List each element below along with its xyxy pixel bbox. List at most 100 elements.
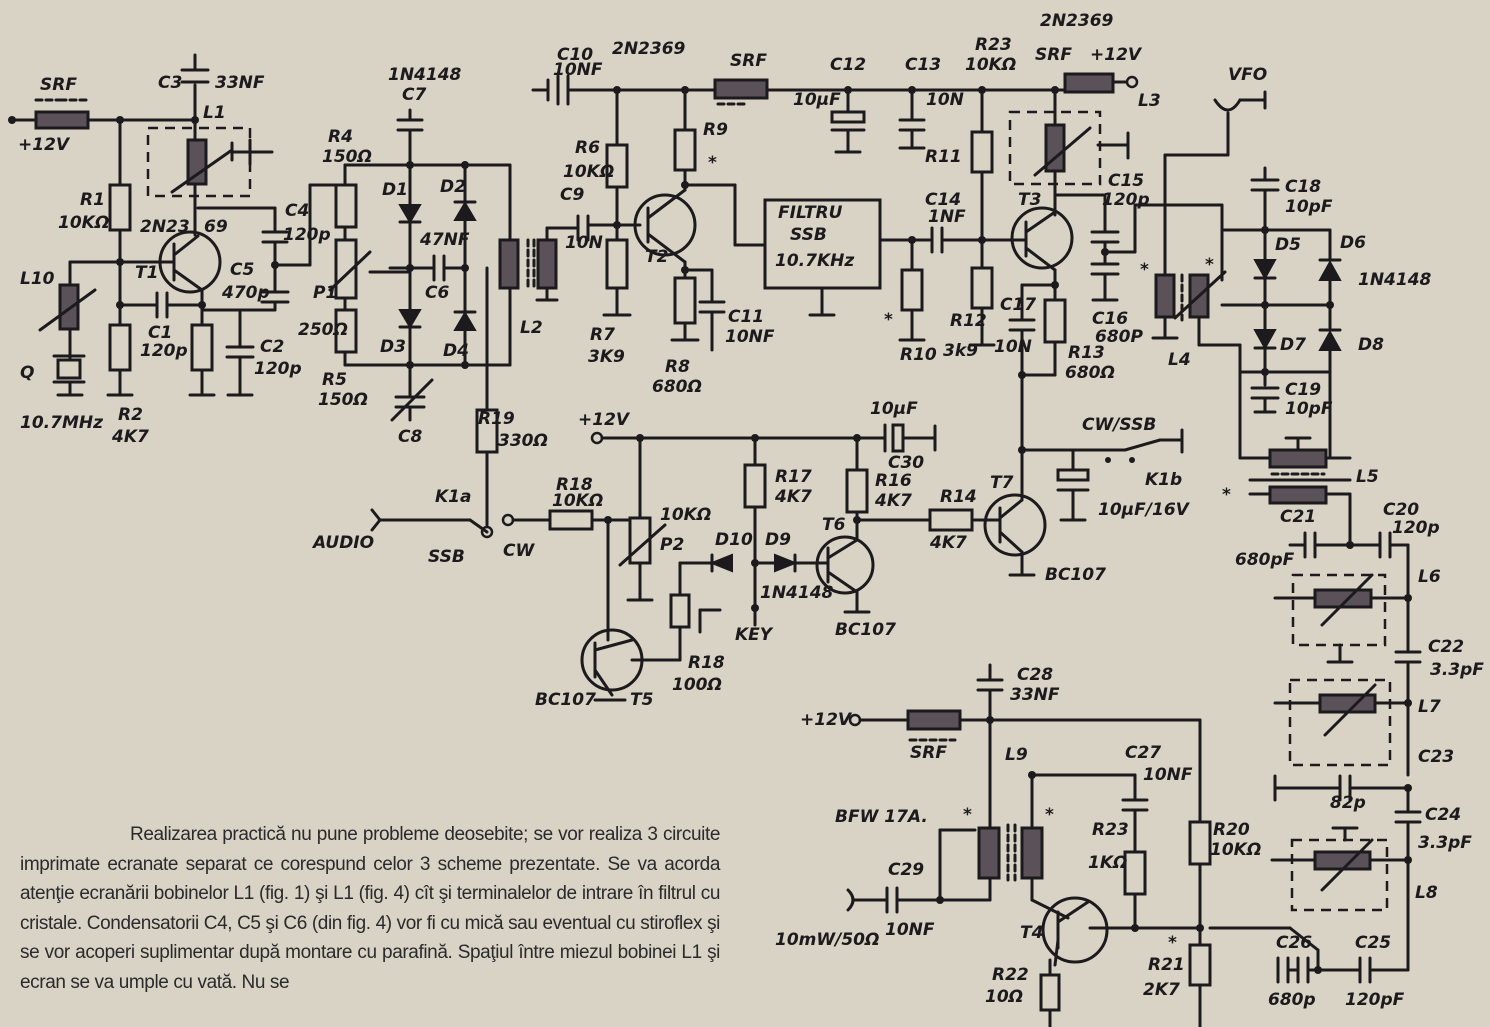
label-r23-top: R23 <box>975 35 1012 55</box>
label-r2-val: 4K7 <box>111 427 149 447</box>
label-bc107-t6: BC107 <box>835 620 896 640</box>
label-r13: R13 <box>1068 343 1105 363</box>
label-c28: C28 <box>1017 665 1053 685</box>
label-l10: L10 <box>20 269 55 289</box>
label-k1a: K1a <box>435 487 471 507</box>
label-t6: T6 <box>822 515 846 535</box>
label-p1: P1 <box>313 283 337 303</box>
label-c29-val: 10NF <box>885 920 935 940</box>
label-r18b: R18 <box>688 653 725 673</box>
output-filter-section <box>1208 531 1422 984</box>
label-c24-val: 3.3pF <box>1418 833 1472 853</box>
label-c1: C1 <box>148 323 172 343</box>
label-c14-val: 1NF <box>928 207 966 227</box>
mixer-t3-section <box>968 72 1352 547</box>
label-l9: L9 <box>1005 745 1028 765</box>
label-c17-val: 10N <box>994 337 1032 357</box>
label-c27: C27 <box>1125 743 1161 763</box>
label-star-r9: * <box>708 153 717 173</box>
label-star-l9a: * <box>963 805 972 825</box>
label-d7: D7 <box>1280 335 1306 355</box>
label-c18-val: 10pF <box>1285 197 1333 217</box>
label-r5: R5 <box>322 370 347 390</box>
label-c26: C26 <box>1276 933 1312 953</box>
label-r8: R8 <box>665 357 690 377</box>
label-r14-val: 4K7 <box>929 533 967 553</box>
label-c13: C13 <box>905 55 941 75</box>
if-amp-section <box>531 74 1067 352</box>
label-c3-val: 33NF <box>215 73 265 93</box>
label-c27-val: 10NF <box>1143 765 1193 785</box>
label-c11: C11 <box>728 307 764 327</box>
label-q-val: 10.7MHz <box>20 413 103 433</box>
label-srf-4: SRF <box>910 743 947 763</box>
label-r23b-val: 1KΩ <box>1088 853 1127 873</box>
label-c18: C18 <box>1285 177 1321 197</box>
label-bc107-t5: BC107 <box>535 690 596 710</box>
label-r20-val: 10KΩ <box>1210 840 1261 860</box>
label-12v-1: +12V <box>18 135 71 155</box>
label-r17: R17 <box>775 467 812 487</box>
label-l6: L6 <box>1418 567 1441 587</box>
label-star-l5: * <box>1222 485 1231 505</box>
label-l1: L1 <box>203 103 226 123</box>
label-12v-2: +12V <box>1090 45 1143 65</box>
label-c1-val: 120p <box>140 341 188 361</box>
label-c21-val: 680pF <box>1235 550 1295 570</box>
label-bc107-t7: BC107 <box>1045 565 1106 585</box>
label-r7: R7 <box>590 325 615 345</box>
label-c19: C19 <box>1285 380 1321 400</box>
label-r23-top-val: 10KΩ <box>965 55 1016 75</box>
label-c25-val: 120pF <box>1345 990 1405 1010</box>
label-c13-val: 10N <box>926 90 964 110</box>
label-t4: T4 <box>1020 923 1043 943</box>
label-t7: T7 <box>990 473 1014 493</box>
label-c2-val: 120p <box>254 359 302 379</box>
label-r6: R6 <box>575 138 600 158</box>
label-d4: D4 <box>443 341 469 361</box>
label-c2: C2 <box>260 337 284 357</box>
label-c12-val: 10µF <box>793 90 841 110</box>
label-r4-val: 150Ω <box>322 147 372 167</box>
label-r7-val: 3K9 <box>588 347 625 367</box>
label-c16-val: 680P <box>1095 327 1143 347</box>
label-c5: C5 <box>230 260 254 280</box>
label-c24: C24 <box>1425 805 1461 825</box>
label-c10-val: 10NF <box>553 60 603 80</box>
label-cw-ssb: CW/SSB <box>1082 415 1156 435</box>
label-c22-val: 3.3pF <box>1430 660 1484 680</box>
label-r1: R1 <box>80 190 105 210</box>
label-c30b-val: 10µF/16V <box>1098 500 1191 520</box>
label-c10: C10 <box>557 45 593 65</box>
label-l8: L8 <box>1415 883 1438 903</box>
label-c8: C8 <box>398 427 422 447</box>
label-star-l4b: * <box>1205 255 1214 275</box>
label-c30: C30 <box>888 453 924 473</box>
label-star-l9b: * <box>1045 805 1054 825</box>
label-d5: D5 <box>1275 235 1301 255</box>
label-c17: C17 <box>1000 295 1036 315</box>
label-vfo: VFO <box>1228 65 1267 85</box>
label-d3: D3 <box>380 337 406 357</box>
label-r16: R16 <box>875 471 912 491</box>
keying-section <box>370 423 1184 702</box>
label-c15-val: 120p <box>1102 190 1150 210</box>
label-r11: R11 <box>925 147 962 167</box>
label-r16-val: 4K7 <box>874 491 912 511</box>
label-c23: C23 <box>1418 747 1454 767</box>
label-c21: C21 <box>1280 507 1316 527</box>
label-t5: T5 <box>630 690 653 710</box>
label-c15: C15 <box>1108 171 1144 191</box>
label-c30-val: 10µF <box>870 399 918 419</box>
label-r17-val: 4K7 <box>774 487 812 507</box>
label-c25: C25 <box>1355 933 1391 953</box>
label-l4: L4 <box>1168 350 1191 370</box>
label-d10: D10 <box>715 530 753 550</box>
label-d2: D2 <box>440 177 466 197</box>
label-srf-3: SRF <box>1035 45 1072 65</box>
label-c20-val: 120p <box>1392 518 1440 538</box>
label-c29: C29 <box>888 860 924 880</box>
label-c9-val: 10N <box>565 233 603 253</box>
label-r23b: R23 <box>1092 820 1129 840</box>
label-t1-type2: 69 <box>204 217 228 237</box>
